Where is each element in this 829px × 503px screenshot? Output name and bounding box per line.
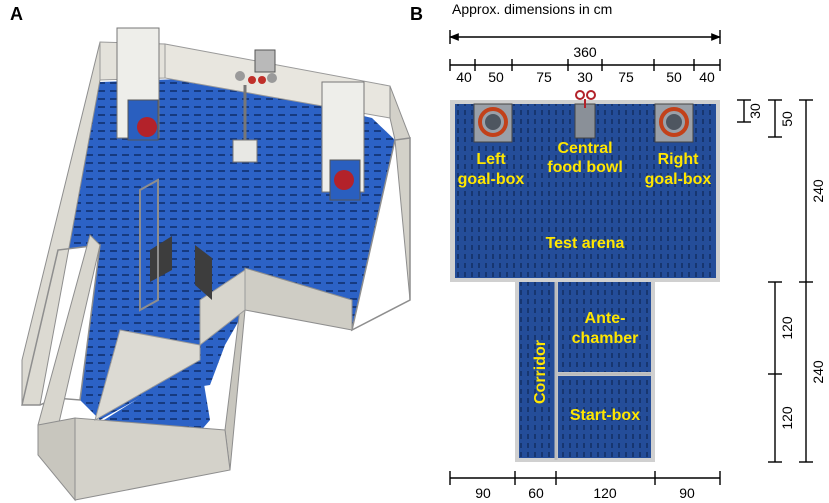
label-central-1: Central (557, 140, 612, 157)
rendered-central-feeder (232, 49, 277, 163)
dim-seg-6: 50 (666, 69, 682, 85)
panel-a-rendering: A (10, 4, 411, 502)
top-segment-dimensions: 40 50 75 30 75 50 40 (449, 59, 721, 85)
dim-bottom-90-left: 90 (475, 485, 491, 501)
label-right-goal-2: goal-box (645, 171, 712, 188)
right-dimensions: 30 50 240 120 120 240 (737, 99, 826, 463)
lower-zone: Ante- chamber Start-box Corridor (515, 282, 655, 462)
label-start-box: Start-box (570, 407, 640, 424)
central-bowl-icon (575, 90, 585, 100)
dim-right-50: 50 (779, 111, 795, 127)
corridor-plan (519, 282, 555, 458)
top-total-dimension: 360 (449, 30, 721, 60)
dim-bottom-120: 120 (593, 485, 617, 501)
dim-right-120-ante: 120 (779, 316, 795, 340)
panel-b-floorplan: B Approx. dimensions in cm 360 40 50 75 … (410, 1, 826, 501)
dim-right-240-arena: 240 (810, 179, 826, 203)
rendered-wall-right (389, 85, 411, 301)
startbox-plan (558, 376, 651, 458)
dim-right-240-lower: 240 (810, 360, 826, 384)
left-food-bowl-icon (137, 117, 157, 137)
antechamber-plan (558, 282, 651, 372)
dim-seg-2: 50 (488, 69, 504, 85)
dim-seg-5: 75 (618, 69, 634, 85)
rendered-doors (139, 178, 212, 312)
rendered-right-goal-box (321, 81, 365, 201)
label-ante-2: chamber (572, 330, 639, 347)
dim-seg-7: 40 (699, 69, 715, 85)
panel-b-letter: B (410, 4, 423, 24)
dim-bottom-60: 60 (528, 485, 544, 501)
feeder-bowl-icon (248, 76, 256, 84)
rendered-wall-startbox (74, 417, 231, 501)
dim-right-120-start: 120 (779, 406, 795, 430)
right-food-bowl-icon (334, 170, 354, 190)
label-left-goal-1: Left (476, 151, 506, 168)
dim-right-30: 30 (747, 103, 763, 119)
dim-seg-1: 40 (456, 69, 472, 85)
label-left-goal-2: goal-box (458, 171, 525, 188)
test-arena-zone: Left goal-box Central food bowl Right go… (450, 90, 720, 282)
rendered-left-goal-box (116, 27, 160, 141)
bottom-dimensions: 90 60 120 90 (449, 471, 721, 501)
dim-360: 360 (573, 44, 597, 60)
label-right-goal-1: Right (658, 151, 700, 168)
dim-seg-3: 75 (536, 69, 552, 85)
label-central-2: food bowl (547, 159, 623, 176)
left-goal-bowl-icon (478, 107, 508, 137)
central-bowl-plan (574, 103, 596, 139)
dim-bottom-90-right: 90 (679, 485, 695, 501)
panel-a-letter: A (10, 4, 23, 24)
dim-seg-4: 30 (577, 69, 593, 85)
right-goal-bowl-icon (659, 107, 689, 137)
label-corridor: Corridor (532, 340, 549, 404)
label-ante-1: Ante- (585, 310, 626, 327)
dimensions-caption: Approx. dimensions in cm (452, 1, 612, 17)
label-test-arena: Test arena (546, 235, 625, 252)
